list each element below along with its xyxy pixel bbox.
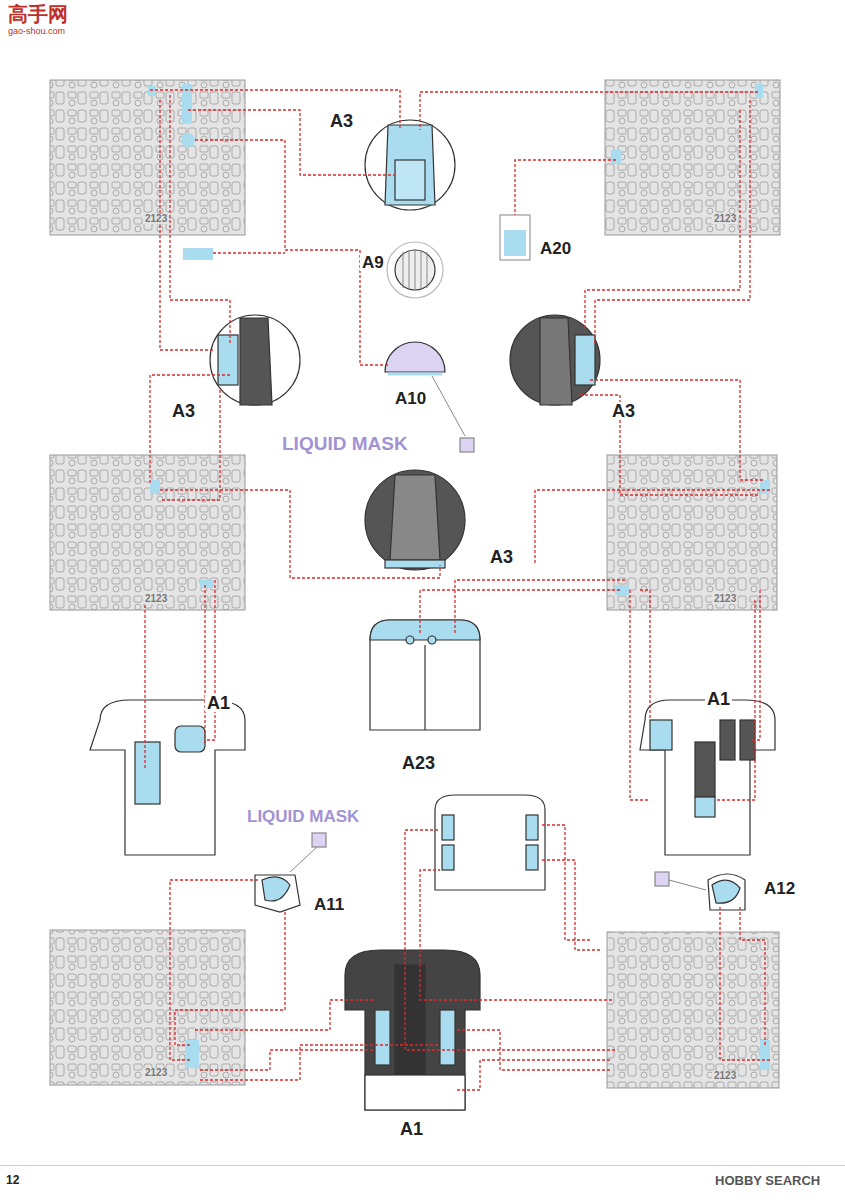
callout-number: A10: [393, 390, 428, 407]
sheet-number: 2123: [143, 214, 169, 224]
callout-number: A23: [400, 754, 437, 772]
watermark: HOBBY SEARCH: [715, 1174, 820, 1187]
callout-number: A9: [360, 254, 386, 271]
sheet-number: 2123: [143, 1068, 169, 1078]
callout-number: A3: [170, 402, 197, 420]
liquid-mask-note: LIQUID MASK: [282, 434, 408, 453]
callout-number: A20: [538, 240, 573, 257]
callout-number: A1: [705, 690, 732, 708]
watermark: gao-shou.com: [8, 27, 65, 36]
sheet-number: 2123: [712, 1071, 738, 1081]
liquid-mask-note: LIQUID MASK: [247, 808, 359, 825]
page-number: 12: [6, 1174, 19, 1186]
callout-number: A3: [328, 112, 355, 130]
sheet-number: 2123: [712, 214, 738, 224]
sheet-number: 2123: [712, 594, 738, 604]
callout-number: A12: [762, 880, 797, 897]
callout-number: A11: [312, 896, 346, 913]
callout-number: A1: [205, 694, 232, 712]
callout-number: A1: [398, 1120, 425, 1138]
watermark: 高手网: [8, 4, 68, 24]
leader-lines: [145, 90, 770, 1090]
mask-sheets: [50, 80, 780, 1088]
callout-number: A3: [488, 548, 515, 566]
callout-number: A3: [610, 402, 637, 420]
sheet-number: 2123: [143, 594, 169, 604]
canopy-parts: [90, 120, 775, 1110]
